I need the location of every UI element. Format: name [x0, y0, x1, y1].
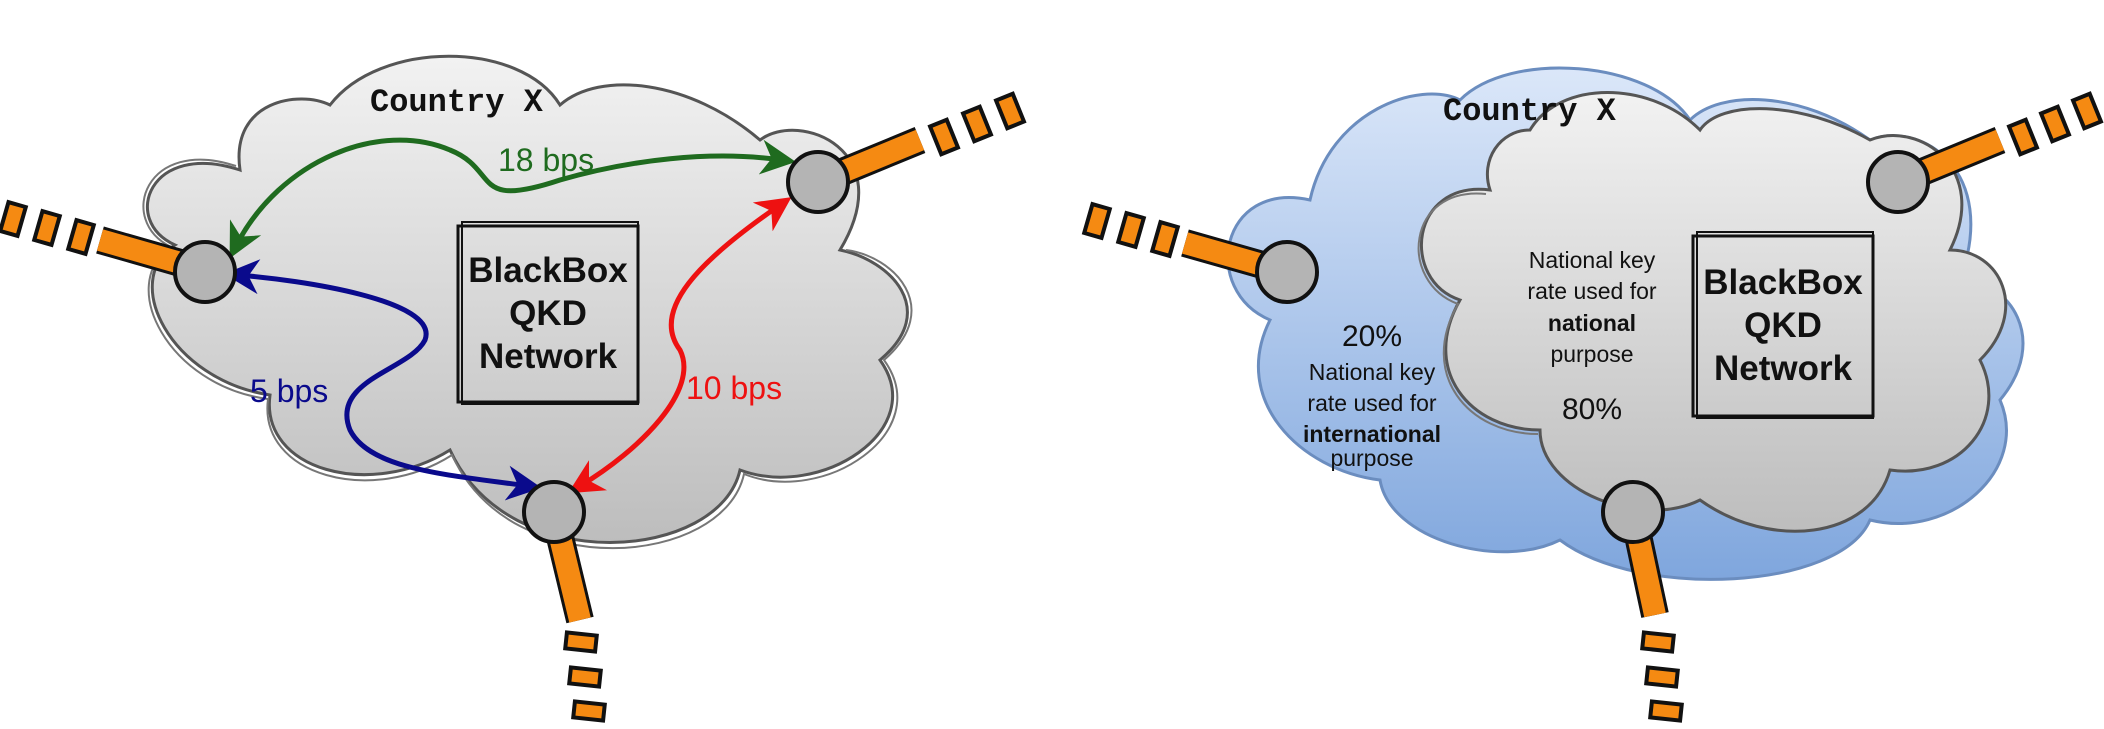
box-line-2: QKD: [509, 294, 587, 333]
left-diagram: Country X BlackBox QKD Network: [0, 54, 1027, 723]
box-line-2: QKD: [1744, 306, 1822, 345]
box-line-3: Network: [1714, 349, 1853, 388]
country-label: Country X: [1443, 93, 1617, 130]
rate-label-left: 5 bps: [250, 373, 328, 409]
national-line-1: National key: [1529, 247, 1656, 273]
arrow-right-10bps: [567, 197, 792, 494]
node-left: [1255, 240, 1319, 304]
rate-label-right: 10 bps: [686, 370, 782, 406]
international-percent: 20%: [1342, 320, 1402, 353]
national-line-4: purpose: [1550, 341, 1633, 367]
box-line-1: BlackBox: [468, 251, 628, 290]
international-line-1: National key: [1309, 359, 1436, 385]
link-top-right: [1892, 91, 2104, 195]
international-line-4: purpose: [1330, 445, 1413, 471]
right-diagram: Country X BlackBox QKD Network National …: [1081, 66, 2104, 723]
inner-gray-cloud: [1417, 91, 2008, 533]
node-top-right: [1866, 150, 1930, 214]
national-line-2: rate used for: [1527, 278, 1656, 304]
node-left: [173, 240, 237, 304]
node-bottom: [1601, 480, 1665, 544]
international-usage-label: 20% National key rate used for internati…: [1303, 320, 1441, 471]
international-line-2: rate used for: [1307, 390, 1436, 416]
node-top-right: [786, 150, 850, 214]
box-line-3: Network: [479, 337, 618, 376]
blackbox-qkd-network: BlackBox QKD Network: [1691, 231, 1875, 419]
node-bottom: [522, 480, 586, 544]
national-usage-label: National key rate used for national purp…: [1527, 247, 1656, 426]
national-percent: 80%: [1562, 393, 1622, 426]
country-label: Country X: [370, 84, 544, 121]
international-line-3: international: [1303, 421, 1441, 447]
link-top-right: [812, 91, 1027, 195]
rate-label-top: 18 bps: [498, 142, 594, 178]
arrow-left-5bps: [224, 259, 542, 501]
arrow-top-18bps: [229, 137, 796, 259]
national-line-3: national: [1548, 310, 1636, 336]
box-line-1: BlackBox: [1703, 263, 1863, 302]
